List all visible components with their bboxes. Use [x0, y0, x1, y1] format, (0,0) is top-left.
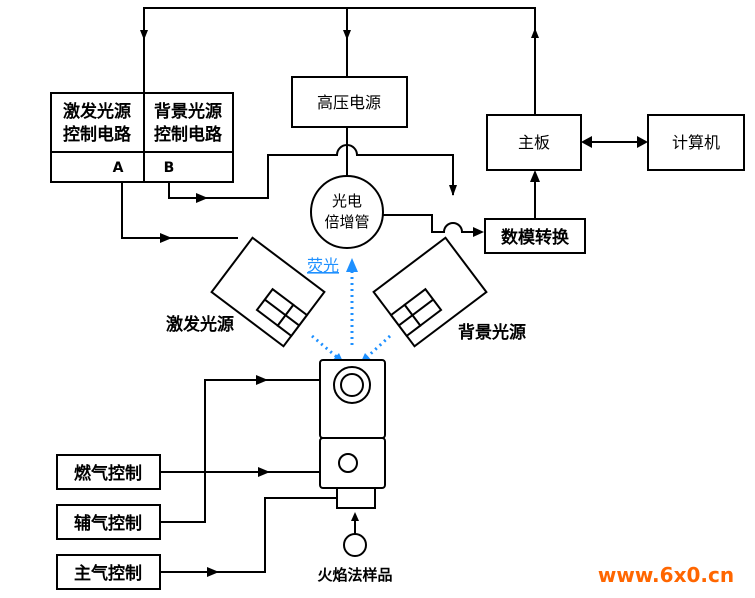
- excite-source-label: 激发光源: [166, 314, 234, 335]
- sample-flask-icon: [343, 512, 367, 557]
- fuel-control-label: 燃气控制: [74, 463, 142, 484]
- main-gas-line: [160, 497, 337, 573]
- fluorescence-label: 荧光: [307, 256, 339, 275]
- arrow-up-mainboard: [531, 28, 539, 38]
- atomizer-cell: [319, 359, 386, 509]
- top-bus-wire: [143, 7, 536, 115]
- mainboard-box: [486, 114, 582, 171]
- mainboard-label: 主板: [518, 133, 550, 152]
- arrow-right-b: [196, 193, 208, 203]
- b-to-background-wire: [168, 144, 454, 199]
- background-circuit-label-1: 背景光源: [154, 101, 222, 122]
- pmt-circle: [310, 175, 384, 249]
- excite-source-lamp: [210, 236, 326, 348]
- computer-label: 计算机: [672, 133, 720, 152]
- a-to-excite-wire: [121, 182, 238, 239]
- background-circuit-label-2: 控制电路: [154, 124, 223, 145]
- watermark-text: www.6x0.cn: [598, 563, 734, 587]
- light-source-control-block: [50, 92, 234, 183]
- aux-gas-control-label: 辅气控制: [74, 513, 142, 534]
- excite-circuit-label-1: 激发光源: [63, 101, 131, 122]
- arrow-aux-gas: [256, 375, 268, 385]
- background-source-label: 背景光源: [458, 322, 526, 343]
- arrow-up-adc: [530, 170, 540, 182]
- main-gas-control-box: [56, 554, 161, 590]
- background-source-lamp: [372, 236, 488, 348]
- fluorescence-arrow: [346, 258, 358, 272]
- excite-beam: [311, 334, 339, 360]
- arrow-left-mainboard: [581, 136, 592, 148]
- pmt-label-2: 倍增管: [324, 213, 369, 231]
- arrow-fuel: [258, 467, 270, 477]
- adc-label: 数模转换: [501, 227, 570, 248]
- arrow-down-circuit: [140, 30, 148, 40]
- arrow-right-adc: [473, 227, 484, 237]
- arrow-main-gas: [207, 567, 219, 577]
- main-gas-control-label: 主气控制: [74, 563, 142, 584]
- pmt-to-adc-wire: [383, 214, 474, 233]
- arrow-down-background: [449, 185, 457, 196]
- computer-box: [647, 114, 745, 171]
- arrow-right-a: [160, 233, 172, 243]
- excite-circuit-label-2: 控制电路: [63, 124, 132, 145]
- hv-supply-label: 高压电源: [317, 93, 381, 112]
- hv-supply-box: [291, 76, 408, 128]
- flame-sample-label: 火焰法样品: [317, 566, 392, 584]
- aux-gas-control-box: [56, 504, 161, 540]
- aux-gas-line: [160, 379, 320, 523]
- arrow-right-computer: [637, 136, 648, 148]
- adc-box: [484, 218, 586, 254]
- pmt-label-1: 光电: [332, 192, 362, 210]
- background-beam: [364, 334, 392, 360]
- port-b-label: B: [164, 160, 175, 176]
- port-a-label: A: [113, 160, 124, 176]
